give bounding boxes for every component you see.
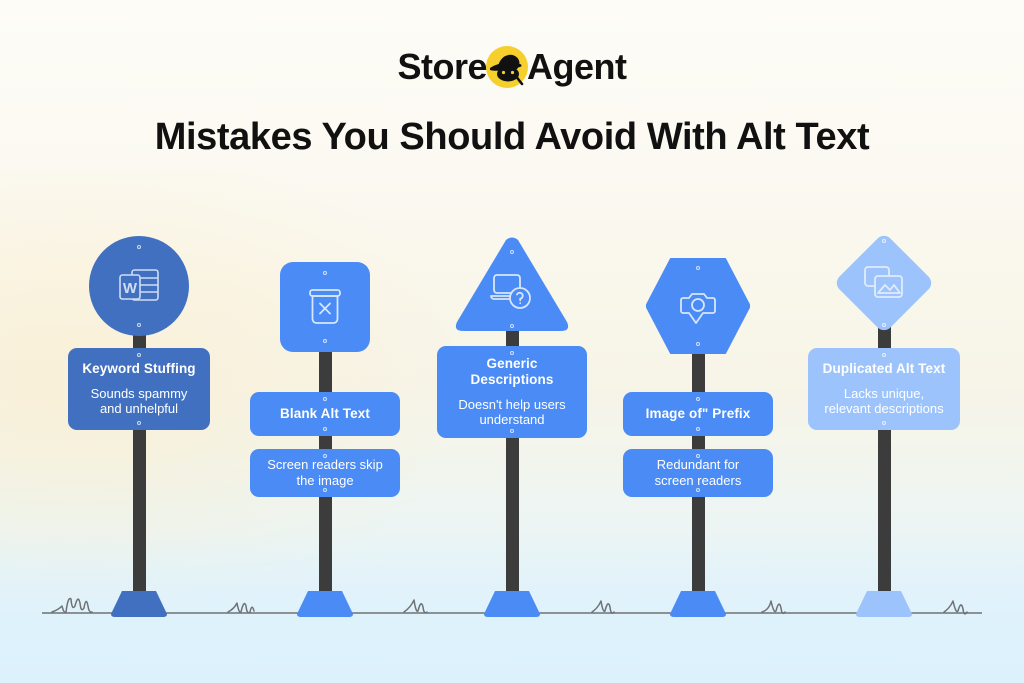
sign-rivet [510, 324, 514, 328]
plate-subtitle: Redundant for screen readers [654, 457, 742, 488]
sign-plate[interactable]: Screen readers skip the image [250, 449, 400, 497]
sign-rivet [696, 397, 700, 401]
brand-logo: Store Agent [397, 41, 627, 93]
sign-base [856, 591, 912, 617]
sign-rivet [137, 245, 141, 249]
sign-rivet [323, 397, 327, 401]
sign-rivet [323, 339, 327, 343]
detective-logo-icon [481, 41, 533, 93]
image-x-icon [304, 286, 346, 328]
sign-rivet [696, 488, 700, 492]
laptop-question-icon [489, 272, 535, 312]
sign-rivet [137, 323, 141, 327]
sign-plate[interactable]: Keyword Stuffing Sounds spammy and unhel… [68, 348, 210, 430]
sign-rivet [323, 454, 327, 458]
sign-head-rounded-square [280, 262, 370, 352]
sign-head-circle: W [89, 236, 189, 336]
sign-plate[interactable]: Image of" Prefix [623, 392, 773, 436]
page-title: Mistakes You Should Avoid With Alt Text [154, 116, 870, 158]
sign-base [111, 591, 167, 617]
sign-head-triangle [454, 236, 570, 334]
sign-rivet [882, 421, 886, 425]
sign-rivet [323, 488, 327, 492]
camera-pin-icon [676, 285, 720, 327]
sign-base [670, 591, 726, 617]
sign-rivet [882, 323, 886, 327]
sign-rivet [696, 454, 700, 458]
svg-text:W: W [123, 280, 138, 297]
plate-title: Keyword Stuffing [82, 360, 196, 376]
duplicate-images-icon [861, 263, 907, 303]
sign-base [297, 591, 353, 617]
sign-plate[interactable]: Redundant for screen readers [623, 449, 773, 497]
sign-rivet [137, 421, 141, 425]
sign-rivet [696, 342, 700, 346]
sign-rivet [137, 353, 141, 357]
sign-rivet [696, 266, 700, 270]
sign-head-hexagon [646, 258, 750, 354]
logo-word-left: Store [397, 46, 488, 87]
sign-plate[interactable]: Duplicated Alt Text Lacks unique, releva… [808, 348, 960, 430]
sign-plate[interactable]: Blank Alt Text [250, 392, 400, 436]
sign-rivet [882, 239, 886, 243]
sign-head-diamond [829, 228, 939, 338]
logo-word-right: Agent [527, 46, 627, 87]
sign-rivet [882, 353, 886, 357]
sign-rivet [323, 427, 327, 431]
word-document-icon: W [116, 265, 162, 307]
plate-subtitle: Lacks unique, relevant descriptions [824, 385, 944, 417]
sign-rivet [696, 427, 700, 431]
plate-subtitle: Sounds spammy and unhelpful [90, 385, 188, 417]
plate-title: Image of" Prefix [645, 406, 751, 422]
sign-rivet [323, 271, 327, 275]
sign-plate[interactable]: Generic Descriptions Doesn't help users … [437, 346, 587, 438]
plate-title: Generic Descriptions [470, 355, 554, 387]
header: Store Agent Mistakes You Should Avoid Wi… [0, 0, 1024, 159]
plate-subtitle: Doesn't help users understand [458, 396, 566, 428]
sign-rivet [510, 250, 514, 254]
plate-title: Blank Alt Text [280, 406, 370, 422]
sign-rivet [510, 351, 514, 355]
sign-rivet [510, 429, 514, 433]
plate-subtitle: Screen readers skip the image [267, 457, 383, 488]
plate-title: Duplicated Alt Text [822, 360, 946, 376]
sign-base [484, 591, 540, 617]
